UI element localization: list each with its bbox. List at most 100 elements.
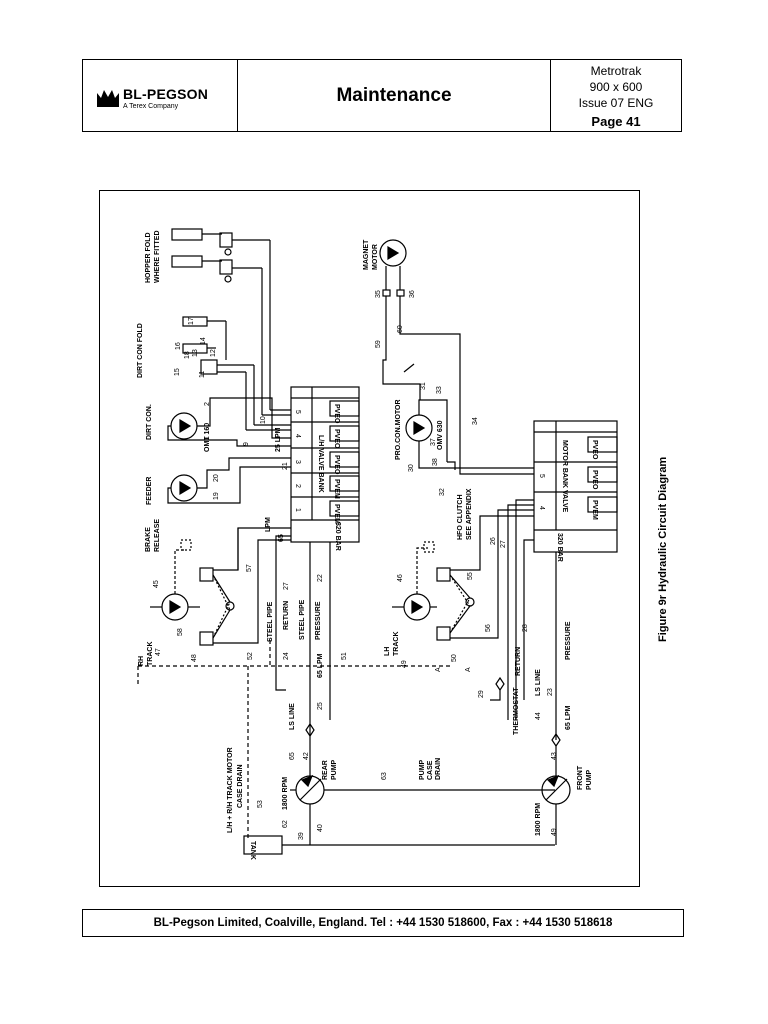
svg-text:34: 34: [472, 417, 479, 425]
svg-text:44: 44: [535, 712, 542, 720]
feeder-motor: FEEDER 20 19 21: [146, 457, 291, 505]
return-label-a: RETURN: [283, 601, 290, 630]
svg-text:37: 37: [430, 438, 437, 446]
rh-track-label: RH: [138, 656, 145, 666]
svg-text:22: 22: [317, 574, 324, 582]
svg-text:48: 48: [191, 654, 198, 662]
lpm65-label-a: 65: [278, 534, 285, 542]
svg-text:20: 20: [213, 474, 220, 482]
svg-text:63: 63: [381, 772, 388, 780]
svg-text:51: 51: [341, 652, 348, 660]
steel-pipe-label-b: STEEL PIPE: [299, 599, 306, 640]
svg-text:11: 11: [199, 371, 206, 378]
omv630-label: OMV 630: [437, 420, 444, 450]
pro-con-motor-label: PRO.CON.MOTOR: [395, 399, 402, 460]
model-name: Metrotrak: [590, 64, 642, 78]
track-motor-drain-text: L/H + R/H TRACK MOTOR: [227, 747, 234, 833]
lpm25-label: 25 LPM: [275, 427, 282, 452]
svg-text:13: 13: [192, 349, 199, 357]
svg-text:1: 1: [294, 508, 301, 512]
pvem-label-3: PVEM: [591, 500, 598, 520]
svg-text:5: 5: [538, 474, 545, 478]
svg-text:12: 12: [210, 349, 217, 357]
front-pump-label-2: PUMP: [586, 769, 593, 790]
rh-track-label-2: TRACK: [147, 642, 154, 667]
ls-line-label-a: LS LINE: [289, 703, 296, 730]
svg-text:29: 29: [478, 690, 485, 698]
case-drain-lines: [137, 640, 450, 840]
svg-text:3: 3: [294, 460, 301, 464]
svg-text:32: 32: [439, 488, 446, 496]
pveo-label-2: PVEO: [333, 429, 340, 449]
svg-text:47: 47: [155, 648, 162, 656]
omt160-label: OMT 160: [204, 423, 211, 452]
pvem-label-2: PVEM: [333, 504, 340, 524]
svg-text:14: 14: [200, 337, 207, 345]
magnet-motor-label-2: MOTOR: [372, 244, 379, 270]
hopper-fold-label: HOPPER FOLD: [145, 232, 152, 283]
dirt-con-motor: DIRT CON. OMT 160 2 1 10 9 25 LPM: [146, 397, 291, 452]
magnet-motor: MAGNET MOTOR 35 36 59 60: [363, 239, 534, 475]
svg-text:49: 49: [401, 660, 408, 668]
tank-label: TANK: [249, 841, 256, 860]
pump-case-drain-text-3: DRAIN: [435, 758, 442, 780]
svg-text:49: 49: [551, 828, 558, 836]
tank: TANK: [243, 835, 283, 860]
svg-text:4: 4: [294, 434, 301, 438]
svg-text:57: 57: [246, 564, 253, 572]
svg-text:56: 56: [485, 624, 492, 632]
track-motor-drain-label: L/H + R/H TRACK MOTOR CASE DRAIN: [227, 747, 244, 833]
pveo-label-5: PVEO: [591, 470, 598, 490]
lh-valve-bank: PVEO PVEO PVEO PVEM PVEM L/H VALVE BANK …: [290, 386, 360, 551]
document-info: Metrotrak 900 x 600 Issue 07 ENG Page 41: [551, 60, 681, 131]
rear-pump-label: REAR: [322, 760, 329, 780]
svg-text:50: 50: [451, 654, 458, 662]
svg-text:15: 15: [174, 368, 181, 376]
a-marker-2: A: [435, 667, 442, 672]
svg-text:2: 2: [294, 484, 301, 488]
svg-text:33: 33: [436, 386, 443, 394]
feeder-label: FEEDER: [146, 477, 153, 505]
svg-text:21: 21: [282, 462, 289, 470]
svg-text:1: 1: [204, 436, 211, 440]
svg-text:2: 2: [204, 402, 211, 406]
svg-text:17: 17: [188, 317, 195, 325]
mbv-main-lines: RETURN THERMOSTAT LS LINE 65 LPM PRESSUR…: [465, 499, 572, 740]
company-logo: BL-PEGSON A Terex Company: [83, 60, 238, 131]
svg-text:31: 31: [420, 382, 427, 390]
page-number: Page 41: [591, 114, 641, 129]
dirt-con-label: DIRT CON.: [146, 404, 153, 440]
where-fitted-label: WHERE FITTED: [154, 231, 161, 284]
rh-track-motor: BRAKE RELEASE RH TRACK 47 58 48 45 57: [138, 519, 291, 666]
pressure-label-a: PRESSURE: [315, 601, 322, 640]
pveo-label-3: PVEO: [333, 455, 340, 475]
lh-main-lines: 65 LPM STEEL PIPE RETURN STEEL PIPE PRES…: [237, 517, 331, 730]
svg-text:23: 23: [547, 688, 554, 696]
issue-number: Issue 07 ENG: [578, 96, 654, 110]
rpm1800-label-b: 1800 RPM: [535, 803, 542, 836]
svg-text:19: 19: [213, 492, 220, 500]
see-appendix-label: SEE APPENDIX: [466, 488, 473, 540]
svg-text:18: 18: [184, 351, 191, 359]
svg-text:59: 59: [375, 340, 382, 348]
svg-text:39: 39: [298, 832, 305, 840]
svg-text:10: 10: [260, 416, 267, 424]
front-pump-label: FRONT: [577, 765, 584, 790]
ls-line-label-b: LS LINE: [535, 669, 542, 696]
svg-text:25: 25: [317, 702, 324, 710]
diagram-frame: [99, 190, 640, 887]
rpm1800-label-a: 1800 RPM: [282, 777, 289, 810]
pveo-label-1: PVEO: [333, 404, 340, 424]
dirt-con-fold-label: DIRT CON FOLD: [137, 323, 144, 378]
svg-text:5: 5: [294, 410, 301, 414]
rear-pump-label-2: PUMP: [331, 759, 338, 780]
svg-text:58: 58: [177, 628, 184, 636]
svg-text:38: 38: [432, 458, 439, 466]
lpm65-label-b: LPM: [265, 517, 272, 532]
hopper-fold-cylinders: HOPPER FOLD WHERE FITTED: [145, 228, 291, 416]
svg-text:28: 28: [522, 624, 529, 632]
svg-text:65: 65: [289, 752, 296, 760]
page-header: BL-PEGSON A Terex Company Maintenance Me…: [82, 59, 682, 132]
svg-text:55: 55: [467, 572, 474, 580]
